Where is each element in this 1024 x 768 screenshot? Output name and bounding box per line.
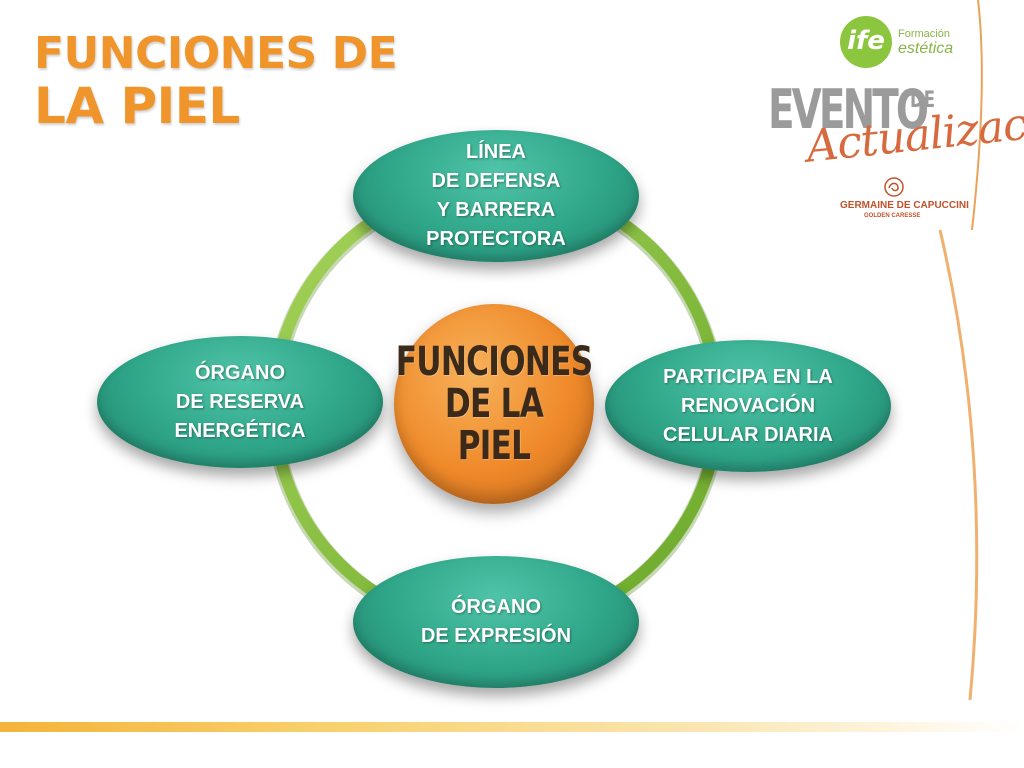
node-expression-organ: ÓRGANO DE EXPRESIÓN	[353, 556, 639, 688]
node-text-line: LÍNEA	[466, 141, 526, 163]
node-text-line: ENERGÉTICA	[174, 419, 306, 442]
node-text-line: PROTECTORA	[426, 228, 566, 250]
node-text-line: ÓRGANO	[195, 361, 285, 384]
logo-subtitle-2: estética	[898, 40, 954, 57]
node-cell-renewal: PARTICIPA EN LA RENOVACIÓN CELULAR DIARIA	[605, 340, 891, 472]
logo-de-text: DE	[910, 88, 935, 113]
node-text-line: CELULAR DIARIA	[663, 423, 833, 446]
node-text-line: DE EXPRESIÓN	[420, 625, 572, 647]
brand-name: GERMAINE DE CAPUCCINI	[840, 200, 969, 211]
footer-gradient-bar	[0, 722, 1024, 732]
node-text-line: DE LA PIEL	[444, 381, 544, 469]
brand-subname: GOLDEN CARESSE	[864, 213, 921, 219]
node-defense-barrier: LÍNEA DE DEFENSA Y BARRERA PROTECTORA	[353, 130, 639, 262]
node-energy-reserve: ÓRGANO DE RESERVA ENERGÉTICA	[97, 336, 383, 468]
node-text-line: ÓRGANO	[451, 596, 541, 618]
brand-swirl-icon	[884, 177, 904, 197]
event-logo: ife Formación estética EVENTO DE Actuali…	[760, 10, 1024, 245]
title-line-2: LA PIEL	[34, 77, 240, 135]
node-text-line: PARTICIPA EN LA	[663, 365, 833, 388]
node-text-line: DE DEFENSA	[431, 170, 561, 192]
node-text-line: Y BARRERA	[436, 199, 556, 221]
node-text-line: FUNCIONES	[395, 339, 593, 385]
ife-logo-circle: ife	[840, 16, 892, 68]
node-text-line: DE RESERVA	[175, 390, 305, 413]
title-line-1: FUNCIONES DE	[34, 28, 398, 79]
logo-evento-text: EVENTO	[768, 78, 929, 141]
node-text-line: RENOVACIÓN	[680, 394, 816, 417]
page-title: FUNCIONES DE LA PIEL	[34, 28, 398, 135]
logo-subtitle-1: Formación	[898, 28, 950, 40]
